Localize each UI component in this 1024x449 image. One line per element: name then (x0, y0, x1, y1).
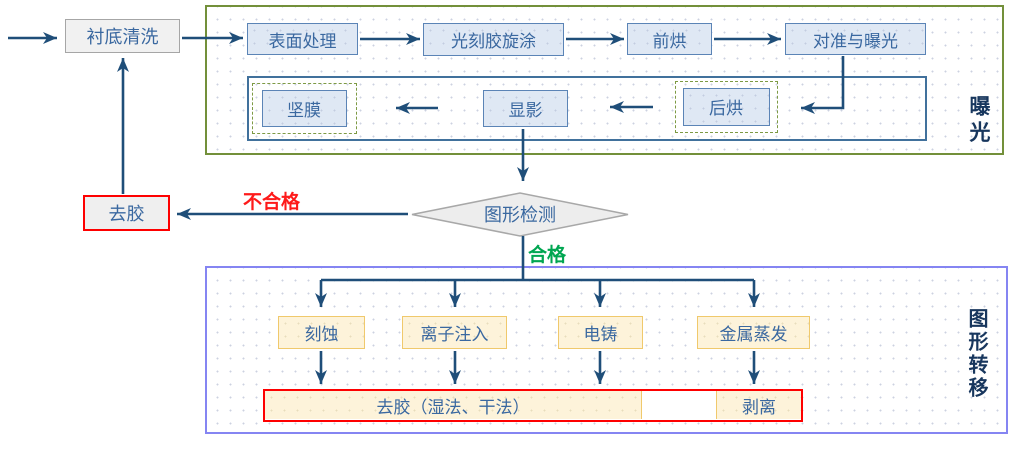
node-align-and-expose: 对准与曝光 (785, 23, 926, 55)
node-post-bake: 后烘 (682, 87, 770, 126)
node-hard-bake: 坚膜 (261, 89, 347, 127)
node-pre-bake: 前烘 (627, 23, 712, 55)
node-lift-off: 剥离 (716, 391, 801, 419)
node-strip-resist-wet-dry: 去胶（湿法、干法） (265, 391, 642, 419)
node-electroforming: 电铸 (558, 316, 643, 349)
node-substrate-cleaning: 衬底清洗 (65, 19, 180, 53)
node-pattern-inspection: 图形检测 (484, 205, 556, 225)
edge-label-pass: 合格 (528, 245, 567, 266)
node-etch: 刻蚀 (278, 316, 365, 349)
edge-label-fail: 不合格 (243, 192, 301, 213)
strip-liftoff-red-frame: 去胶（湿法、干法） 剥离 (263, 389, 803, 422)
exposure-second-row-frame (247, 76, 927, 141)
node-develop: 显影 (483, 90, 568, 127)
pattern-transfer-group-label: 图形转移 (965, 308, 987, 400)
node-metal-evaporation: 金属蒸发 (697, 316, 810, 349)
node-ion-implantation: 离子注入 (402, 316, 507, 349)
post-bake-dashed-frame: 后烘 (675, 81, 778, 133)
node-surface-treatment: 表面处理 (247, 23, 358, 55)
exposure-group-label: 曝光 (967, 95, 990, 147)
node-photoresist-spin-coating: 光刻胶旋涂 (423, 23, 564, 56)
hard-bake-dashed-frame: 坚膜 (252, 83, 357, 134)
node-strip-resist: 去胶 (83, 195, 170, 231)
